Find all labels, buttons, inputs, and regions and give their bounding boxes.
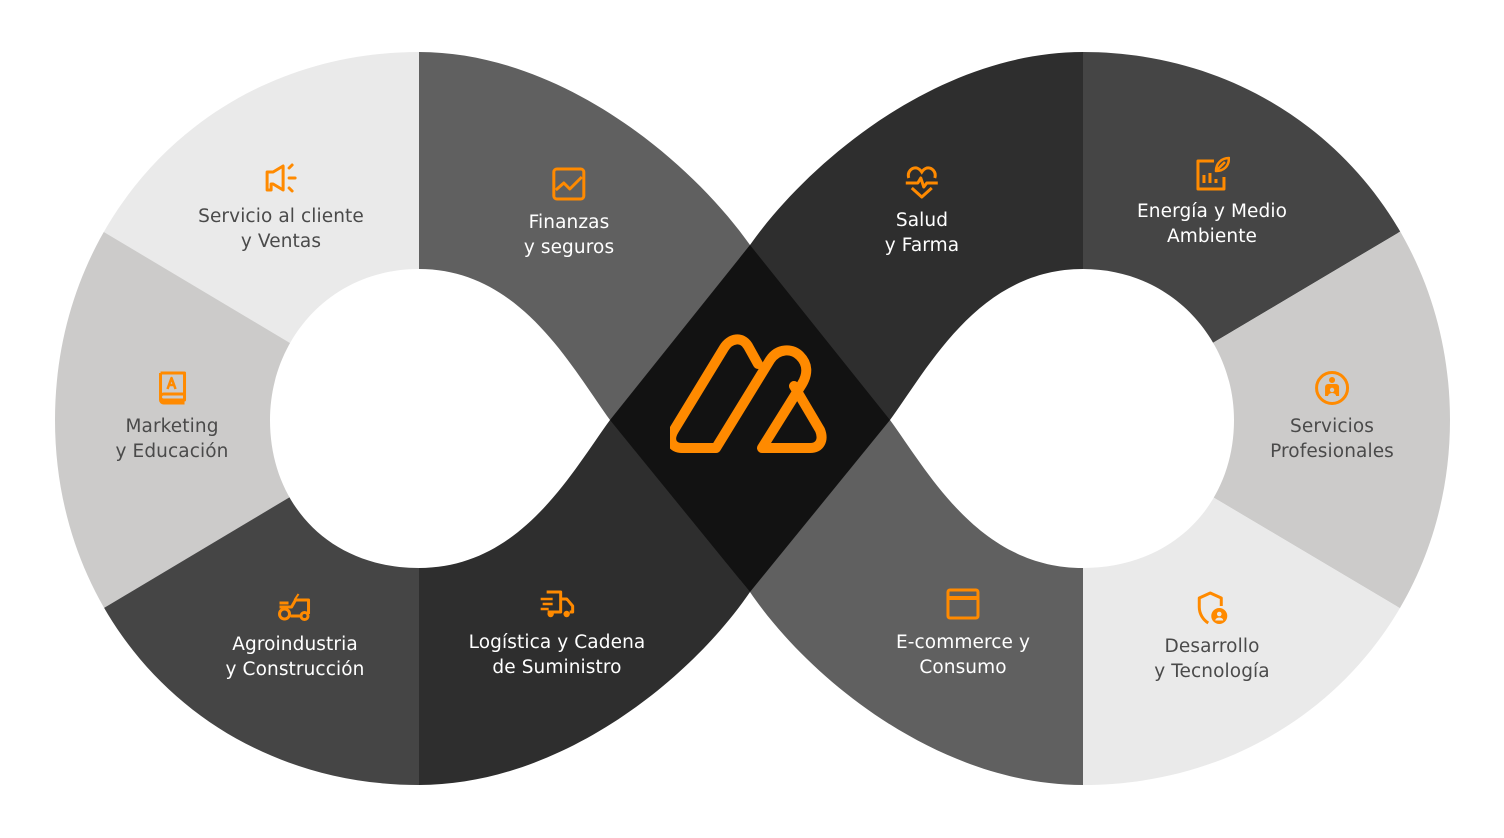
right-hole bbox=[890, 269, 1234, 568]
segment-label-desarrollo: Desarrollo y Tecnología bbox=[1154, 590, 1270, 684]
segment-label-logistica: Logística y Cadena de Suministro bbox=[469, 586, 646, 680]
credit-card-icon bbox=[946, 588, 980, 620]
segment-label-servicio: Servicio al cliente y Ventas bbox=[198, 160, 364, 254]
eco-chart-leaf-icon bbox=[1196, 156, 1230, 191]
segment-label-energia: Energía y Medio Ambiente bbox=[1137, 155, 1287, 249]
segment-label-finanzas: Finanzas y seguros bbox=[524, 166, 614, 260]
heart-pulse-icon bbox=[905, 166, 938, 199]
segment-servicios-prof bbox=[1083, 170, 1450, 670]
segment-label-servicios-profesionales: Servicios Profesionales bbox=[1270, 370, 1394, 464]
delivery-truck-icon bbox=[541, 590, 575, 618]
segment-label-marketing: Marketing y Educación bbox=[116, 370, 229, 464]
book-a-icon bbox=[159, 371, 187, 405]
segment-marketing bbox=[55, 170, 419, 670]
brand-logo-m bbox=[670, 334, 827, 453]
left-hole bbox=[270, 269, 610, 568]
center-diamond bbox=[610, 245, 890, 592]
segment-label-ecommerce: E-commerce y Consumo bbox=[896, 586, 1030, 680]
shield-user-icon bbox=[1197, 591, 1227, 625]
segment-label-salud: Salud y Farma bbox=[885, 164, 959, 258]
person-circle-icon bbox=[1315, 371, 1349, 405]
segment-label-agro: Agroindustria y Construcción bbox=[226, 588, 365, 682]
tractor-icon bbox=[278, 593, 311, 621]
chart-line-icon bbox=[552, 167, 586, 201]
megaphone-icon bbox=[265, 163, 297, 193]
